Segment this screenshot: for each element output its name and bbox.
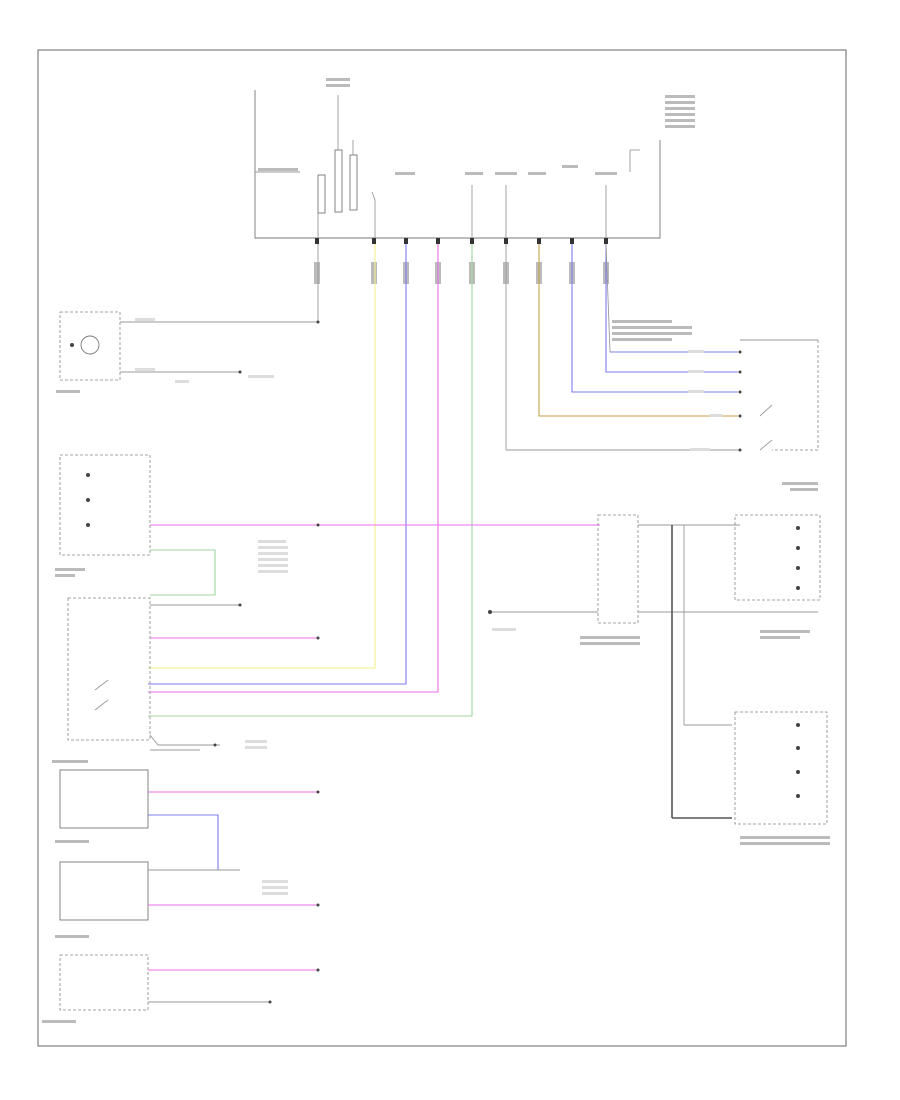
relay-component [56,311,320,393]
multifunction-switch [67,597,320,751]
wire-blue [148,244,407,685]
lower-left-switches [42,760,320,1023]
wire-yellow [148,244,376,669]
right-middle-module [488,514,830,845]
control-module [254,78,695,244]
wire-tan [538,244,738,417]
right-switch-group [612,320,819,491]
wire-code-labels [314,262,609,284]
diagram-frame [37,49,847,1047]
headlamp-switch [55,454,600,596]
module-wires [148,243,740,717]
wire-green [148,244,473,717]
wire-magenta [148,244,439,693]
